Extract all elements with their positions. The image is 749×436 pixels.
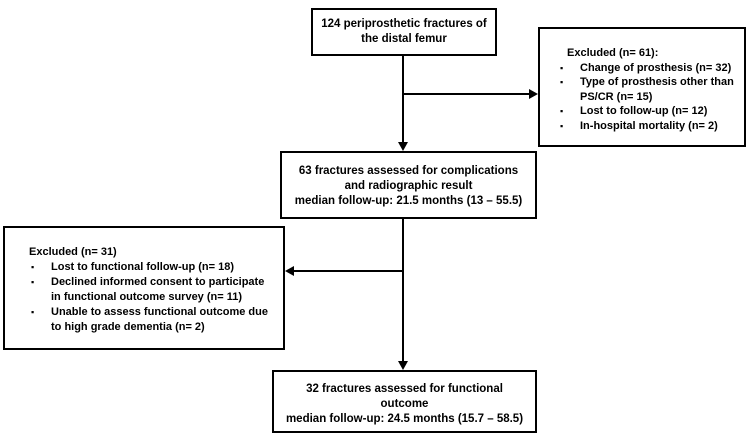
list-item-text: Change of prosthesis (n= 32) [580, 61, 732, 74]
assessed-functional-line2: outcome [380, 398, 429, 410]
arrow-left-icon [285, 266, 294, 276]
list-item: ▪ Declined informed consent to participa… [29, 275, 275, 305]
connector-total-to-complications [402, 56, 404, 142]
total-fractures-line1: 124 periprosthetic fractures of [321, 18, 487, 30]
list-item: ▪ In-hospital mortality (n= 2) [558, 119, 738, 134]
list-item-text: Lost to follow-up (n= 12) [580, 105, 708, 117]
bullet-square-icon: ▪ [31, 277, 35, 287]
excluded-bottom-title: Excluded (n= 31) [29, 246, 117, 258]
arrow-right-icon [529, 89, 538, 99]
bullet-square-icon: ▪ [560, 120, 564, 131]
bullet-square-icon: ▪ [560, 77, 564, 87]
list-item: ▪ Change of prosthesis (n= 32) [558, 61, 738, 76]
list-item-text: Declined informed consent to participate… [51, 276, 265, 303]
bullet-square-icon: ▪ [560, 106, 564, 116]
excluded-top-list: ▪ Change of prosthesis (n= 32) ▪ Type of… [558, 61, 738, 134]
assessed-complications-line1: 63 fractures assessed for complications [298, 165, 519, 177]
assessed-complications-box: 63 fractures assessed for complications … [280, 151, 537, 219]
bullet-square-icon: ▪ [31, 262, 35, 272]
list-item: ▪ Lost to functional follow-up (n= 18) [29, 260, 275, 275]
list-item: ▪ Unable to assess functional outcome du… [29, 305, 275, 335]
list-item-text: Type of prosthesis other than PS/CR (n= … [580, 76, 734, 103]
list-item: ▪ Lost to follow-up (n= 12) [558, 104, 738, 119]
total-fractures-box: 124 periprosthetic fractures of the dist… [311, 8, 497, 56]
total-fractures-line2: the distal femur [361, 33, 447, 45]
assessed-functional-box: 32 fractures assessed for functional out… [272, 370, 537, 433]
arrow-down-icon [398, 142, 408, 151]
arrow-down-icon [398, 361, 408, 370]
connector-branch-to-excluded-bottom [294, 270, 404, 272]
connector-complications-to-functional [402, 219, 404, 361]
bullet-square-icon: ▪ [560, 62, 564, 73]
assessed-complications-line2: and radiographic result [344, 180, 473, 192]
list-item-text: Lost to functional follow-up (n= 18) [51, 261, 235, 273]
list-item-text: In-hospital mortality (n= 2) [580, 119, 718, 132]
excluded-top-title: Excluded (n= 61): [567, 47, 659, 59]
bullet-square-icon: ▪ [31, 307, 35, 317]
excluded-bottom-box: Excluded (n= 31) ▪ Lost to functional fo… [3, 226, 285, 350]
assessed-functional-line3: median follow-up: 24.5 months (15.7 – 58… [285, 413, 524, 425]
list-item-text: Unable to assess functional outcome due … [51, 306, 268, 333]
list-item: ▪ Type of prosthesis other than PS/CR (n… [558, 75, 738, 104]
connector-branch-to-excluded-top [403, 93, 530, 95]
assessed-complications-line3: median follow-up: 21.5 months (13 – 55.5… [294, 195, 523, 207]
excluded-top-box: Excluded (n= 61): ▪ Change of prosthesis… [538, 27, 746, 147]
assessed-functional-line1: 32 fractures assessed for functional [306, 383, 503, 395]
excluded-bottom-list: ▪ Lost to functional follow-up (n= 18) ▪… [29, 260, 275, 335]
